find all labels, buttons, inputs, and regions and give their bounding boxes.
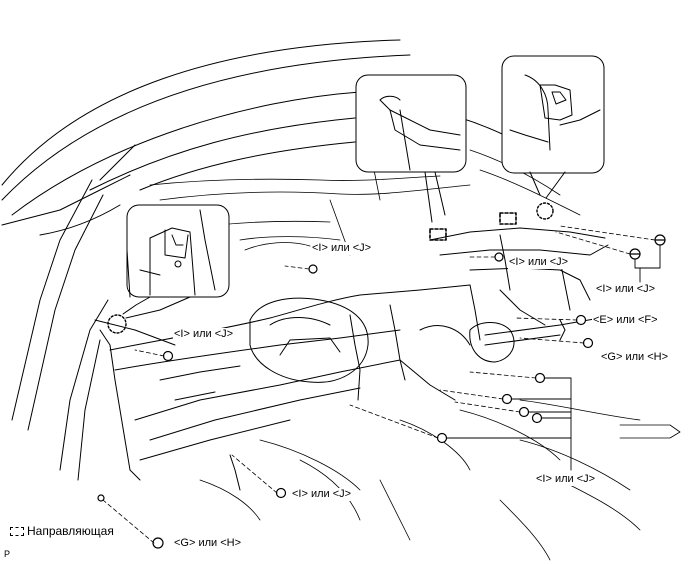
callout-gh-bottom: <G> или <H> (173, 537, 243, 550)
bolt-icon (501, 393, 513, 405)
callout-ij-lower-right: <I> или <J> (535, 473, 597, 486)
callout-ij-upper-right: <I> или <J> (508, 256, 570, 269)
guide-markers (429, 212, 517, 241)
legend: Направляющая (10, 524, 114, 538)
center-detail-inset (355, 74, 467, 223)
right-console (419, 227, 609, 363)
bolt-icon (518, 406, 530, 418)
bolt-icon (308, 264, 318, 274)
bolt-icon (534, 372, 546, 384)
bolt-icon (97, 494, 105, 502)
callout-ef: <E> или <F> (592, 314, 659, 327)
bolt-icon (436, 432, 448, 444)
callout-ij-upper-center: <I> или <J> (311, 242, 373, 255)
bolt-icon (531, 412, 543, 424)
bolt-icon (162, 350, 174, 362)
callout-gh-right: <G> или <H> (600, 351, 670, 364)
callout-ij-right: <I> или <J> (595, 283, 657, 296)
steering-column-cutout (249, 297, 369, 383)
windshield-outline (1, 39, 551, 216)
figure-code: P (4, 549, 11, 559)
bolt-icon (494, 252, 504, 262)
legend-label: Направляющая (27, 524, 114, 538)
bolt-icon (654, 234, 666, 246)
bolt-icon (629, 248, 641, 260)
bolt-icon (152, 537, 164, 549)
dashboard-reinforcement (94, 284, 546, 491)
clip-markers (107, 202, 554, 334)
a-pillar (1, 144, 136, 481)
bolt-icon (275, 487, 287, 499)
guide-legend-icon (10, 527, 24, 537)
bolt-icon (582, 337, 594, 349)
right-detail-inset (501, 55, 605, 199)
left-detail-inset (122, 204, 230, 319)
installation-paths (102, 225, 656, 544)
bolt-icon (575, 314, 587, 326)
callout-ij-left: <I> или <J> (173, 328, 235, 341)
callout-ij-bottom-center: <I> или <J> (291, 488, 353, 501)
leader-lines (446, 244, 661, 471)
